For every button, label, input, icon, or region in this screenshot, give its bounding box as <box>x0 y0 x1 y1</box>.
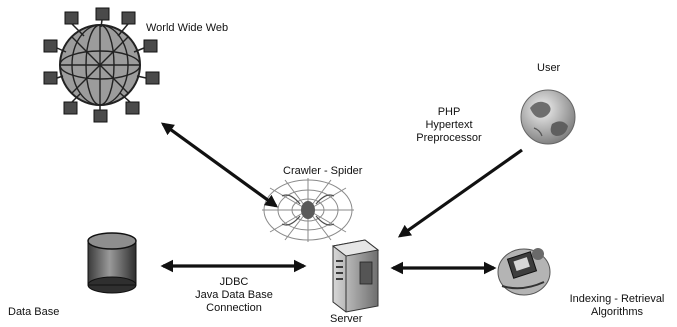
spider-web-icon <box>262 178 354 242</box>
crawler-label: Crawler - Spider <box>283 165 363 177</box>
connection-arrows <box>160 122 523 275</box>
indexing-label: Indexing - Retrieval Algorithms <box>556 293 677 319</box>
database-label: Data Base <box>8 306 60 318</box>
jdbc-label-line1: JDBC <box>219 276 249 288</box>
php-label-line2: Hypertext <box>425 119 473 131</box>
php-label-line3: Preprocessor <box>416 132 482 144</box>
php-label: PHP Hypertext Preprocessor <box>406 106 492 145</box>
indexing-label-line2: Algorithms <box>591 306 643 318</box>
server-label: Server <box>330 313 363 325</box>
algorithms-clipart-icon <box>497 248 551 296</box>
user-server-arrow <box>397 148 523 238</box>
indexing-label-line1: Indexing - Retrieval <box>569 293 665 305</box>
php-label-line1: PHP <box>437 106 461 118</box>
www-crawler-arrow <box>160 122 279 208</box>
jdbc-label: JDBC Java Data Base Connection <box>176 276 292 315</box>
jdbc-label-line2: Java Data Base <box>195 289 273 301</box>
web-globe-icon <box>43 7 160 123</box>
database-cylinder-icon <box>87 232 137 294</box>
user-label: User <box>537 62 561 74</box>
user-globe-icon <box>520 89 576 145</box>
server-tower-icon <box>331 239 380 313</box>
www-label: World Wide Web <box>146 22 229 34</box>
jdbc-label-line3: Connection <box>206 302 262 314</box>
